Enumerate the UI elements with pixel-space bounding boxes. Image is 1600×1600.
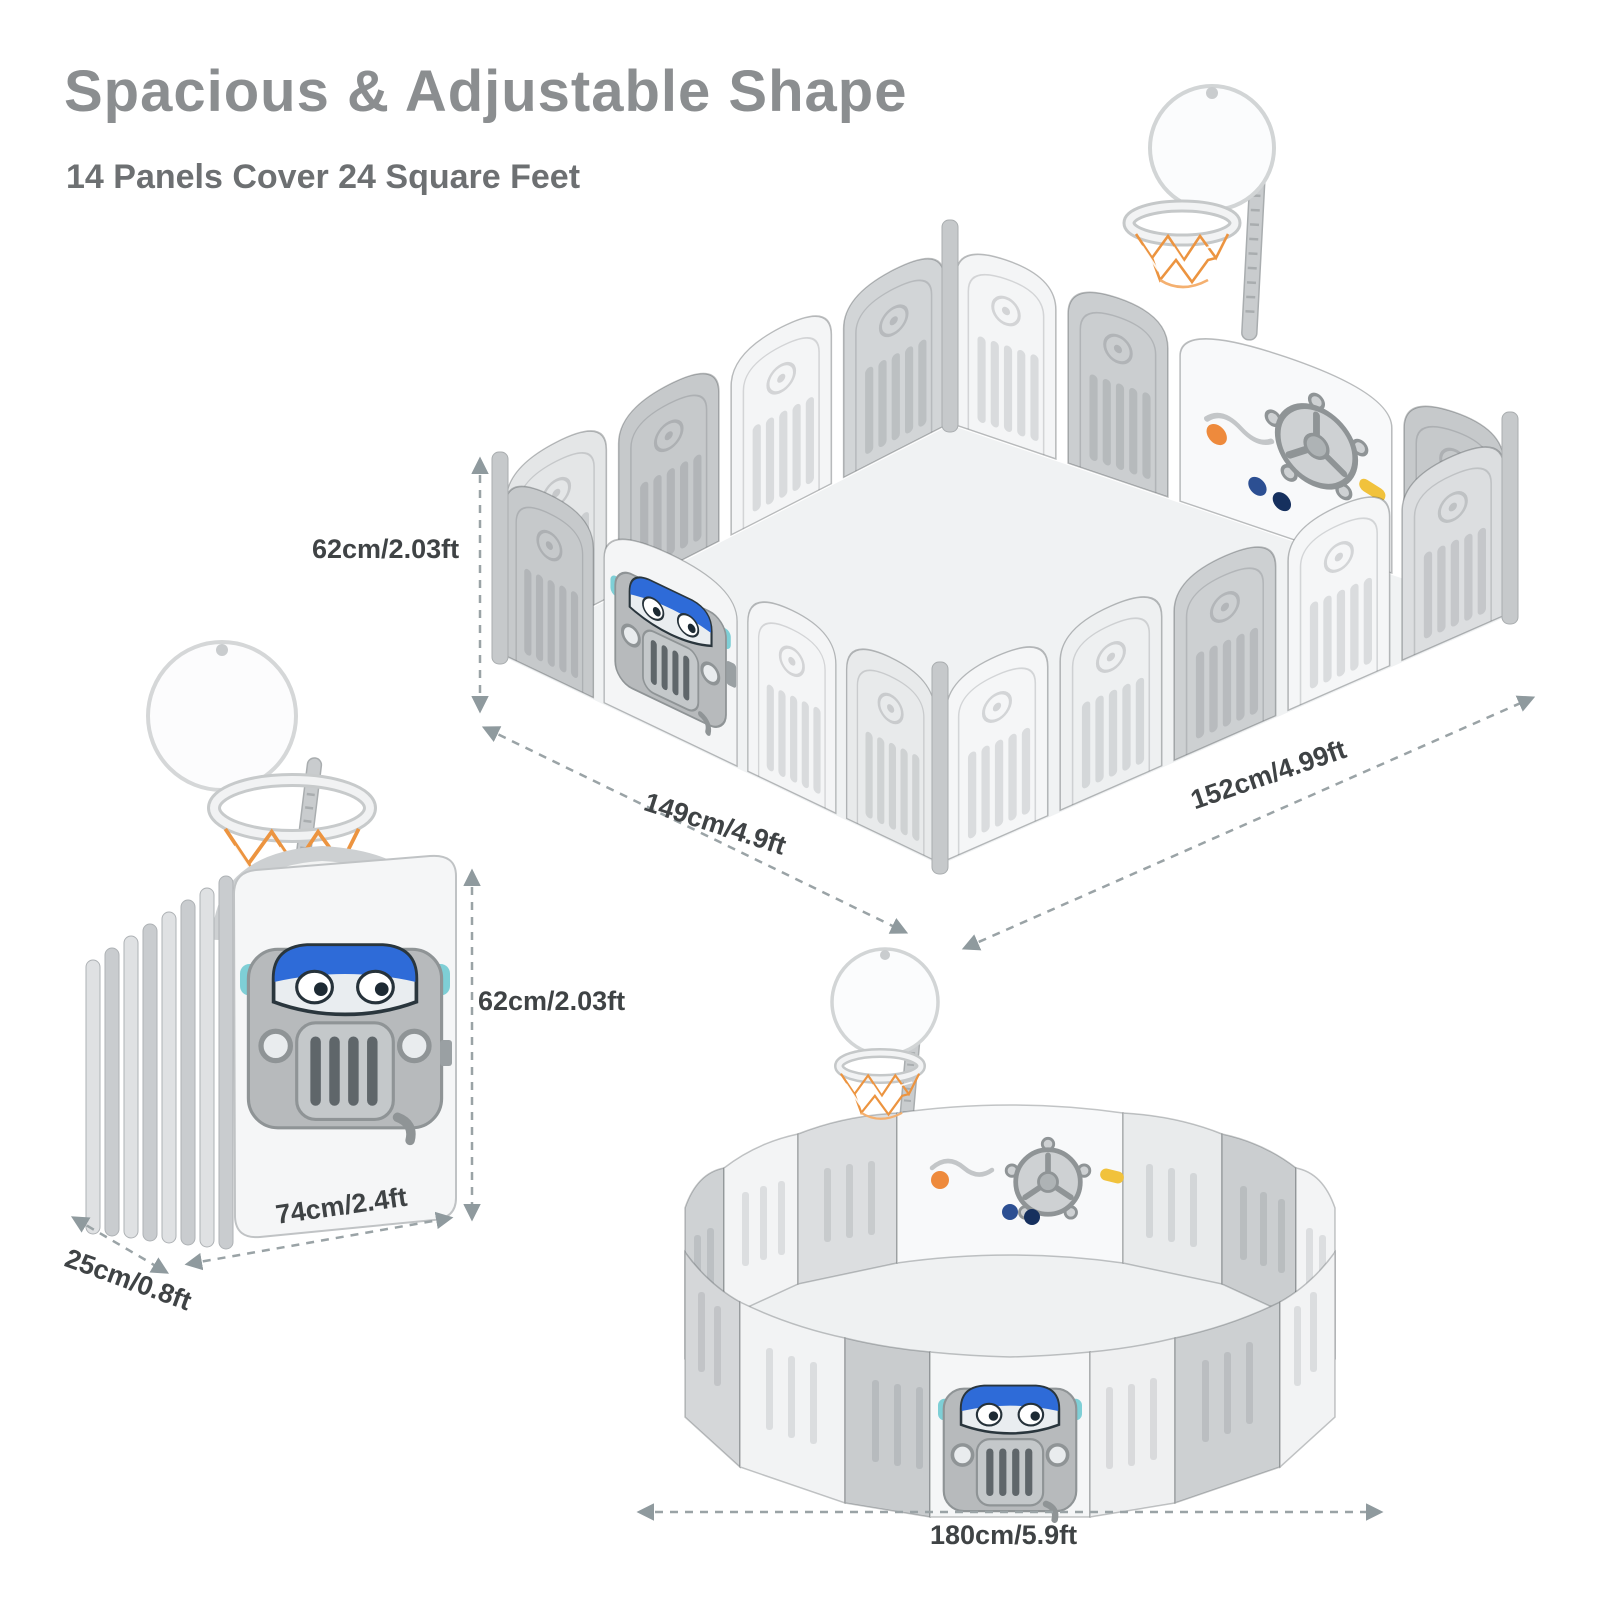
rect-playpen-figure (471, 84, 1536, 951)
orange-slider-toy (931, 1171, 949, 1189)
round-back-panels (684, 1104, 1336, 1360)
folded-dimension-lines (70, 868, 481, 1274)
folded-car-gate-face (240, 945, 450, 1140)
width-dimension-line (481, 726, 909, 934)
round-hoop-ring (834, 1048, 926, 1120)
yellow-toy (1359, 478, 1386, 501)
blue-button (1248, 476, 1267, 496)
round-front-slats (698, 1292, 1317, 1469)
gate-latch (440, 1040, 452, 1066)
blue-button (1002, 1204, 1018, 1220)
folded-basketball-hoop (146, 640, 377, 908)
round-diameter-label: 180cm/5.9ft (930, 1520, 1078, 1550)
folded-height-label: 62cm/2.03ft (478, 986, 626, 1016)
hoop-backboard (830, 947, 940, 1057)
round-activity-panel (929, 1138, 1124, 1225)
corner-post (941, 219, 959, 433)
navy-button (1272, 492, 1292, 512)
orange-slider-toy (1206, 423, 1227, 446)
yellow-toy (1100, 1168, 1124, 1184)
rect-height-label: 62cm/2.03ft (312, 534, 460, 564)
depth-dimension-line (70, 1216, 170, 1274)
navy-button (1024, 1209, 1040, 1225)
corner-post (1501, 411, 1519, 625)
round-car-gate-face (938, 1386, 1082, 1520)
page-title: Spacious & Adjustable Shape (64, 59, 908, 124)
hoop-backboard (1148, 84, 1276, 212)
folded-playpen-figure (70, 640, 481, 1274)
round-playpen-figure (636, 947, 1384, 1560)
rect-dimension-lines (471, 456, 1536, 951)
hoop-backboard (146, 640, 298, 792)
page-subtitle: 14 Panels Cover 24 Square Feet (66, 158, 581, 196)
basketball-hoop (1122, 84, 1276, 341)
depth-dimension-line (961, 695, 1536, 951)
folded-stack (85, 845, 457, 1250)
corner-post (931, 661, 949, 875)
corner-post (491, 451, 509, 665)
folded-slats (85, 875, 234, 1250)
